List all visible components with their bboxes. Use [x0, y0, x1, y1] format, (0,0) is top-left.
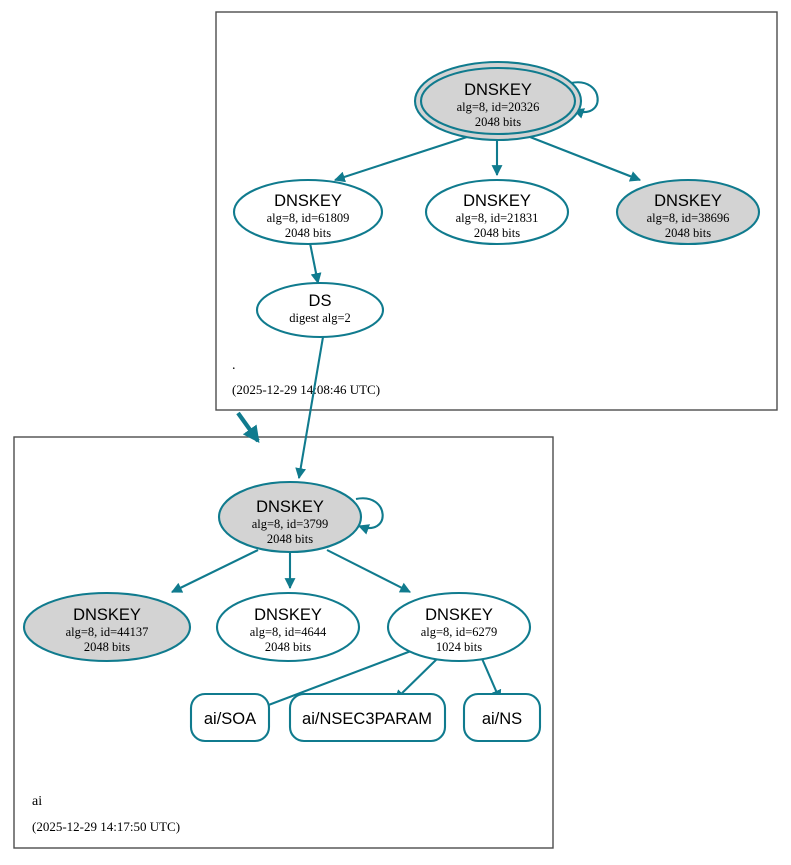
zone-ai-timestamp: (2025-12-29 14:17:50 UTC): [32, 819, 180, 834]
node-ai-rrset-soa[interactable]: ai/SOA: [189, 692, 271, 743]
node-label-size: 2048 bits: [267, 532, 313, 546]
node-label-alg: alg=8, id=44137: [66, 625, 149, 639]
edge-ai-ksk-to-6279: [326, 549, 411, 593]
node-label-alg: alg=8, id=6279: [421, 625, 498, 639]
node-label-size: 2048 bits: [474, 226, 520, 240]
node-rect: [462, 692, 542, 743]
zone-root-label: .: [232, 358, 236, 373]
node-ellipse-outer: [413, 60, 583, 142]
node-label-type: DNSKEY: [463, 192, 531, 210]
node-rect: [189, 692, 271, 743]
node-label-alg: alg=8, id=20326: [457, 100, 540, 114]
node-root-ds[interactable]: DS digest alg=2: [255, 281, 385, 339]
node-label-alg: alg=8, id=3799: [252, 517, 329, 531]
edge-ai-ksk-to-44137: [171, 549, 259, 593]
delegation-arrow: [236, 411, 260, 444]
node-ai-key-4644[interactable]: DNSKEY alg=8, id=4644 2048 bits: [215, 591, 361, 663]
node-label-type: DNSKEY: [425, 606, 493, 624]
node-ai-key-44137[interactable]: DNSKEY alg=8, id=44137 2048 bits: [22, 591, 192, 663]
node-ellipse: [215, 591, 361, 663]
root-zone-edges: [308, 81, 642, 285]
node-label-type: DS: [309, 292, 332, 310]
zone-box-ai: ai (2025-12-29 14:17:50 UTC): [13, 436, 554, 849]
zone-root-border: [215, 11, 778, 411]
edge-root-ksk-to-61809: [333, 136, 468, 183]
node-label-size: 2048 bits: [265, 640, 311, 654]
node-root-ksk-20326[interactable]: DNSKEY alg=8, id=20326 2048 bits: [413, 60, 583, 142]
edge-ai-zsk-to-soa: [248, 650, 412, 714]
edge-root-ksk-to-38696: [529, 136, 642, 182]
node-ai-zsk-6279[interactable]: DNSKEY alg=8, id=6279 1024 bits: [386, 591, 532, 663]
node-rect: [288, 692, 447, 743]
zone-ai-label: ai: [32, 794, 42, 809]
node-label-type: DNSKEY: [254, 606, 322, 624]
node-ellipse: [615, 178, 761, 246]
edge-ai-zsk-to-nsec3param: [394, 655, 441, 701]
node-root-key-21831[interactable]: DNSKEY alg=8, id=21831 2048 bits: [424, 178, 570, 246]
node-ai-rrset-nsec3param[interactable]: ai/NSEC3PARAM: [288, 692, 447, 743]
node-label-rrset: ai/NSEC3PARAM: [302, 710, 432, 728]
node-label-size: 1024 bits: [436, 640, 482, 654]
node-label-alg: alg=8, id=38696: [647, 211, 730, 225]
node-label-type: DNSKEY: [73, 606, 141, 624]
node-ai-ksk-3799[interactable]: DNSKEY alg=8, id=3799 2048 bits: [217, 480, 363, 554]
node-label-size: 2048 bits: [475, 115, 521, 129]
node-label-type: DNSKEY: [256, 498, 324, 516]
node-root-key-38696[interactable]: DNSKEY alg=8, id=38696 2048 bits: [615, 178, 761, 246]
node-ellipse: [255, 281, 385, 339]
node-label-type: DNSKEY: [464, 81, 532, 99]
zone-box-root: . (2025-12-29 14:08:46 UTC): [215, 11, 778, 411]
ai-zone-edges: [171, 497, 502, 714]
node-label-type: DNSKEY: [654, 192, 722, 210]
node-label-digest: digest alg=2: [289, 311, 351, 325]
node-label-rrset: ai/SOA: [204, 710, 256, 728]
edge-root-61809-to-ds: [308, 242, 322, 285]
node-ellipse: [22, 591, 192, 663]
zone-ai-border: [13, 436, 554, 849]
node-label-rrset: ai/NS: [482, 710, 522, 728]
node-label-size: 2048 bits: [285, 226, 331, 240]
edge-ai-zsk-to-ns: [479, 653, 502, 702]
node-label-alg: alg=8, id=4644: [250, 625, 327, 639]
edge-ds-to-ai-ksk: [295, 336, 325, 480]
node-ellipse: [386, 591, 532, 663]
zone-root-timestamp: (2025-12-29 14:08:46 UTC): [232, 382, 380, 397]
edge-root-ksk-self-loop: [570, 81, 599, 119]
node-ellipse-inner: [419, 66, 577, 136]
node-ellipse: [424, 178, 570, 246]
node-ellipse: [217, 480, 363, 554]
node-ellipse: [232, 178, 384, 246]
node-label-alg: alg=8, id=21831: [456, 211, 539, 225]
edge-ai-ksk-self-loop: [355, 497, 384, 535]
node-label-type: DNSKEY: [274, 192, 342, 210]
node-ai-rrset-ns[interactable]: ai/NS: [462, 692, 542, 743]
node-label-alg: alg=8, id=61809: [267, 211, 350, 225]
node-label-size: 2048 bits: [665, 226, 711, 240]
node-root-key-61809[interactable]: DNSKEY alg=8, id=61809 2048 bits: [232, 178, 384, 246]
node-label-size: 2048 bits: [84, 640, 130, 654]
edge-delegation-root-to-ai: [236, 411, 260, 444]
